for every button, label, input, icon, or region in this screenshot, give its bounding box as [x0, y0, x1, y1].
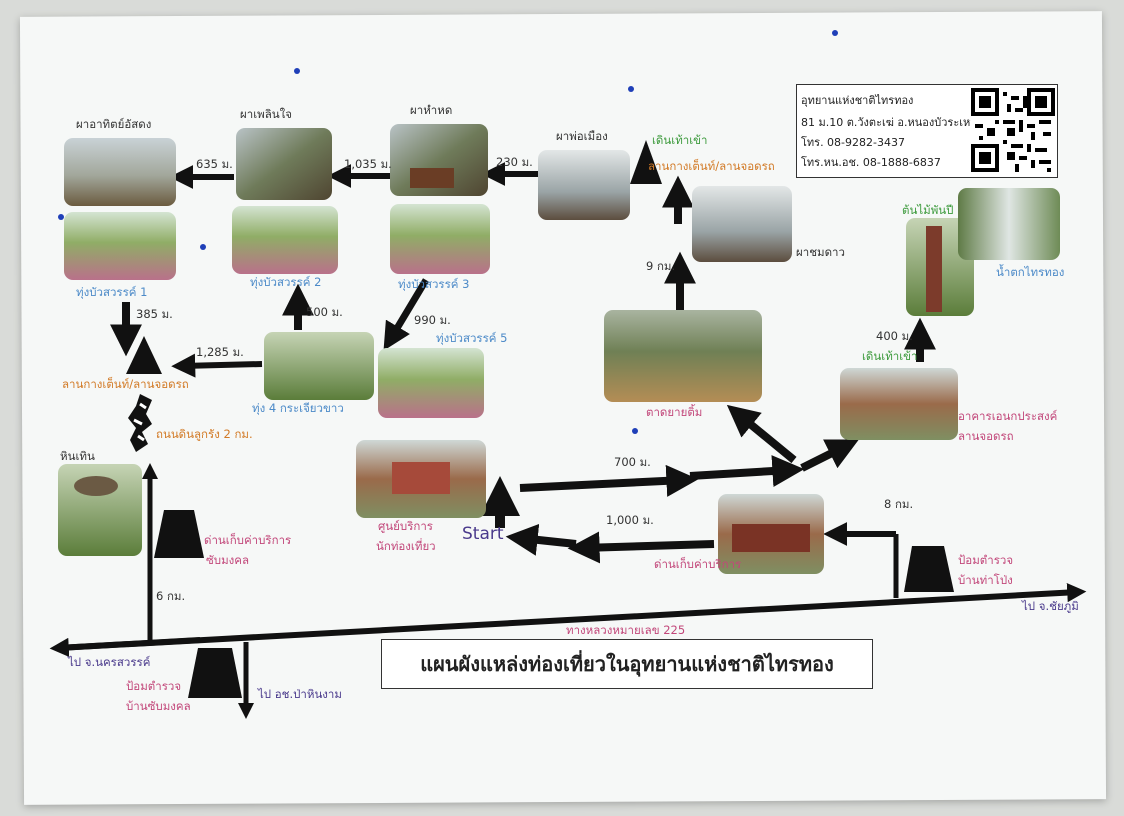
- dist-500: 500 ม.: [306, 305, 343, 319]
- label-highway: ทางหลวงหมายเลข 225: [566, 623, 686, 637]
- dist-990: 990 ม.: [414, 313, 451, 327]
- photo-thung-5: [378, 348, 484, 418]
- pin-dot: [632, 428, 638, 434]
- photo-pha-ploen-jai: [236, 128, 332, 200]
- dist-635: 635 ม.: [196, 157, 233, 171]
- label-building-2: ลานจอดรถ: [958, 429, 1014, 443]
- label-tat-yai-tim: ตาดยายติ้ม: [646, 405, 703, 419]
- label-camp-left: ลานกางเต็นท์/ลานจอดรถ: [62, 377, 189, 391]
- label-pha-ploen-jai: ผาเพลินใจ: [240, 107, 292, 121]
- dist-400: 400 ม.: [876, 329, 913, 343]
- arrow-700m-b: [689, 455, 805, 488]
- label-thung-1: ทุ่งบัวสวรรค์ 1: [76, 285, 148, 299]
- photo-pha-pho-mueang: [538, 150, 630, 220]
- gate-house: [732, 524, 810, 552]
- dist-230: 230 ม.: [496, 155, 533, 169]
- arrow-building: [800, 439, 859, 472]
- label-checkpoint-right-2: บ้านท่าโป่ง: [958, 573, 1013, 587]
- label-visitor-center-1: ศูนย์บริการ: [378, 519, 433, 533]
- arrow-1285m: [171, 353, 263, 378]
- park-address: 81 ม.10 ต.วังตะเฆ่ อ.หนองบัวระเหว: [801, 116, 977, 129]
- arrow-1000m-a: [567, 531, 715, 564]
- dist-700: 700 ม.: [614, 455, 651, 469]
- arrow-1000m-b: [505, 523, 577, 556]
- police-box-icon: [188, 648, 242, 698]
- police-box-icon: [904, 546, 954, 592]
- rock: [74, 476, 118, 496]
- label-start: Start: [462, 524, 504, 544]
- label-checkpoint-right-1: ป้อมตำรวจ: [958, 553, 1014, 567]
- label-camp-top: ลานกางเต็นท์/ลานจอดรถ: [648, 159, 775, 173]
- dist-1285: 1,285 ม.: [196, 345, 244, 359]
- label-to-nakhon-sawan: ไป จ.นครสวรรค์: [68, 655, 151, 669]
- photo-thung-1: [64, 212, 176, 280]
- qr-code-icon[interactable]: [971, 87, 1055, 173]
- photo-thung-2: [232, 206, 338, 274]
- label-ton-sai: ต้นไม้พันปี: [902, 203, 954, 217]
- dist-9km: 9 กม.: [646, 259, 676, 273]
- label-hin-thoen: หินเทิน: [60, 449, 95, 463]
- label-pha-hamhod: ผาหำหด: [410, 103, 453, 117]
- label-pha-pho-mueang: ผาพ่อเมือง: [556, 129, 608, 143]
- label-thung-5: ทุ่งบัวสวรรค์ 5: [436, 331, 508, 345]
- label-pha-athit: ผาอาทิตย์อัสดง: [76, 117, 152, 131]
- photo-pha-chom-dao: [692, 186, 792, 262]
- pin-dot: [58, 214, 64, 220]
- dist-8km: 8 กม.: [884, 497, 914, 511]
- label-visitor-center-2: นักท่องเที่ยว: [376, 539, 436, 553]
- dist-1000: 1,000 ม.: [606, 513, 654, 527]
- pin-dot: [832, 30, 838, 36]
- pin-dot: [200, 244, 206, 250]
- park-phone-chief: โทร.หน.อช. 08-1888-6837: [801, 156, 941, 169]
- label-to-pa-hin-ngam: ไป อช.ป่าหินงาม: [258, 687, 342, 701]
- arrow-700m-a: [519, 464, 699, 497]
- label-nam-tok: น้ำตกไทรทอง: [996, 265, 1065, 279]
- pin-dot: [294, 68, 300, 74]
- label-thung-3: ทุ่งบัวสวรรค์ 3: [398, 277, 470, 291]
- photo-tat-yai-tim: [604, 310, 762, 402]
- camp-icon: [126, 336, 162, 374]
- pin-dot: [628, 86, 634, 92]
- photo-building: [840, 368, 958, 440]
- label-pha-chom-dao: ผาชมดาว: [796, 245, 845, 259]
- photo-thung-4: [264, 332, 374, 400]
- dist-385: 385 ม.: [136, 307, 173, 321]
- info-box: อุทยานแห่งชาติไทรทอง 81 ม.10 ต.วังตะเฆ่ …: [796, 84, 1058, 178]
- label-fee-left-2: ซับมงคล: [206, 553, 250, 567]
- dist-1035: 1,035 ม.: [344, 157, 392, 171]
- label-walk-right: เดินเท้าเข้า: [862, 349, 918, 363]
- camp-icon: [630, 140, 662, 184]
- label-checkpoint-left-2: บ้านซับมงคล: [126, 699, 191, 713]
- fee-gate-icon: [154, 510, 204, 558]
- sign-board: [410, 168, 454, 188]
- photo-pha-athit: [64, 138, 176, 206]
- arrow-990m: [383, 278, 430, 351]
- label-fee-right: ด่านเก็บค่าบริการ: [654, 557, 742, 571]
- highway-line: [49, 583, 1087, 657]
- park-name: อุทยานแห่งชาติไทรทอง: [801, 94, 914, 107]
- photo-thung-3: [390, 204, 490, 274]
- photo-nam-tok: [958, 188, 1060, 260]
- label-thung-2: ทุ่งบัวสวรรค์ 2: [250, 275, 322, 289]
- arrow-tat-yai-tim: [726, 404, 797, 464]
- label-building-1: อาคารเอนกประสงค์: [958, 409, 1058, 423]
- building-facade: [392, 462, 450, 494]
- dirt-road-icon: [128, 394, 152, 452]
- label-walk-top: เดินเท้าเข้า: [652, 133, 708, 147]
- park-phone: โทร. 08-9282-3437: [801, 136, 905, 149]
- map-title: แผนผังแหล่งท่องเที่ยวในอุทยานแห่งชาติไทร…: [381, 639, 873, 689]
- label-dirt-road: ถนนดินลูกรัง 2 กม.: [156, 427, 253, 441]
- label-to-chaiyaphum: ไป จ.ชัยภูมิ: [1022, 599, 1079, 613]
- label-fee-left-1: ด่านเก็บค่าบริการ: [204, 533, 292, 547]
- dist-6km: 6 กม.: [156, 589, 186, 603]
- label-checkpoint-left-1: ป้อมตำรวจ: [126, 679, 182, 693]
- tree-trunk: [926, 226, 942, 312]
- label-thung-4: ทุ่ง 4 กระเจียวขาว: [252, 401, 344, 415]
